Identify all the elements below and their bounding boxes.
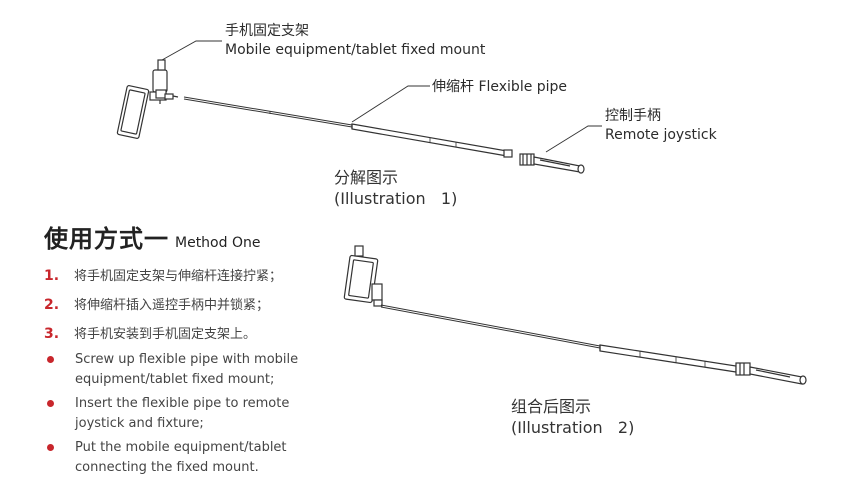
method-title-zh: 使用方式一 — [44, 225, 169, 253]
illustration-1-caption: 分解图示 (Illustration 1) — [334, 167, 457, 209]
pipe-connector — [164, 93, 179, 100]
assembled-mount — [371, 283, 383, 307]
mount-label-en: Mobile equipment/tablet fixed mount — [225, 42, 486, 58]
bullet-dot-icon — [47, 444, 54, 451]
mount-label: 手机固定支架 Mobile equipment/tablet fixed mou… — [225, 22, 485, 60]
step-text: 将伸缩杆插入遥控手柄中并锁紧； — [74, 298, 270, 313]
pipe-label: 伸缩杆 Flexible pipe — [432, 79, 568, 95]
flexible-pipe — [183, 96, 513, 158]
list-item: Screw up flexible pipe with mobile equip… — [44, 350, 334, 390]
bullet-dot-icon — [47, 356, 54, 363]
remote-joystick — [519, 153, 585, 174]
illustration-2-caption-en: (Illustration 2) — [511, 418, 635, 437]
step-number: 3. — [44, 326, 60, 342]
step-text: 将手机固定支架与伸缩杆连接拧紧； — [74, 269, 283, 284]
assembled-phone — [343, 245, 379, 304]
assembled-pipe — [380, 304, 737, 373]
method-title-en: Method One — [175, 235, 261, 251]
illustration-2-caption-zh: 组合后图示 — [511, 397, 592, 416]
list-item: 3. 将手机安装到手机固定支架上。 — [44, 320, 282, 349]
bullet-dot-icon — [47, 400, 54, 407]
method-heading: 使用方式一 Method One — [44, 219, 260, 254]
bullet-text: Insert the flexible pipe to remote joyst… — [75, 396, 290, 431]
joystick-label-en: Remote joystick — [605, 127, 717, 143]
step-number: 2. — [44, 297, 60, 313]
method-bullets: Screw up flexible pipe with mobile equip… — [44, 350, 334, 482]
assembled-joystick — [735, 362, 807, 385]
step-text: 将手机安装到手机固定支架上。 — [74, 327, 257, 342]
leader-lines — [161, 40, 602, 153]
method-steps: 1. 将手机固定支架与伸缩杆连接拧紧； 2. 将伸缩杆插入遥控手柄中并锁紧； 3. 将… — [44, 262, 282, 349]
assembled-illustration — [343, 245, 807, 385]
bullet-text: Put the mobile equipment/tablet connecti… — [75, 440, 287, 475]
illustration-2-caption: 组合后图示 (Illustration 2) — [511, 396, 634, 438]
joystick-label-zh: 控制手柄 — [605, 108, 661, 124]
list-item: Insert the flexible pipe to remote joyst… — [44, 394, 334, 434]
list-item: 2. 将伸缩杆插入遥控手柄中并锁紧； — [44, 291, 282, 320]
mount-label-zh: 手机固定支架 — [225, 23, 309, 39]
illustration-1-caption-zh: 分解图示 — [334, 168, 399, 187]
phone-tablet — [116, 85, 150, 139]
step-number: 1. — [44, 268, 60, 284]
list-item: 1. 将手机固定支架与伸缩杆连接拧紧； — [44, 262, 282, 291]
joystick-label: 控制手柄 Remote joystick — [605, 107, 717, 145]
illustration-1-caption-en: (Illustration 1) — [334, 189, 458, 208]
bullet-text: Screw up flexible pipe with mobile equip… — [75, 352, 299, 387]
exploded-illustration — [116, 40, 602, 174]
list-item: Put the mobile equipment/tablet connecti… — [44, 438, 334, 478]
